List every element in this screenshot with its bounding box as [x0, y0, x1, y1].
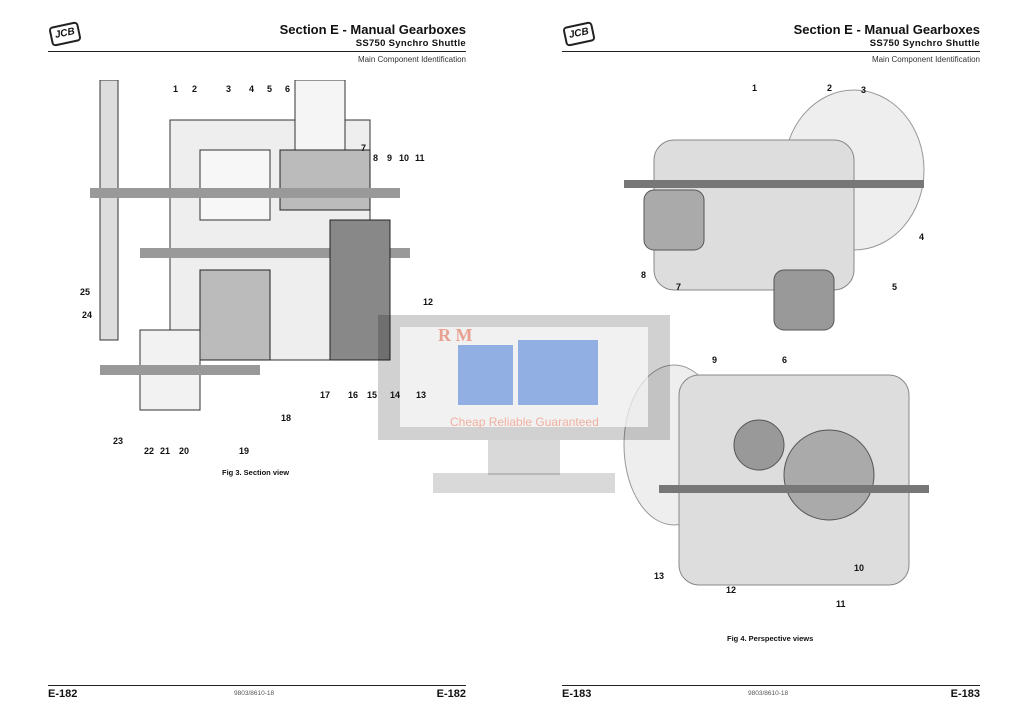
footer-rule [562, 685, 980, 686]
callout: 11 [415, 153, 425, 163]
document-code: 9803/8610-18 [748, 690, 789, 697]
callout: 2 [827, 83, 833, 93]
perspective-view-bottom [623, 364, 929, 586]
callout: 24 [82, 310, 93, 320]
callout: 1 [752, 83, 758, 93]
monitor-watermark-icon [378, 315, 670, 493]
callout: 5 [892, 282, 898, 292]
callout: 15 [367, 390, 378, 400]
section-view-diagram [90, 80, 410, 411]
callout: 14 [390, 390, 401, 400]
header-rule [562, 51, 980, 52]
jcb-logo: JCB [562, 21, 596, 47]
callout: 20 [179, 446, 190, 456]
callout: 10 [399, 153, 410, 163]
section-subtitle: SS750 Synchro Shuttle [869, 38, 980, 49]
right-page: JCB Section E - Manual Gearboxes SS750 S… [514, 0, 1028, 727]
section-subtitle: SS750 Synchro Shuttle [355, 38, 466, 49]
callout: 3 [226, 84, 232, 94]
section-title: Section E - Manual Gearboxes [793, 22, 980, 37]
callout: 16 [348, 390, 359, 400]
callout: 19 [239, 446, 250, 456]
footer-rule [48, 685, 466, 686]
callout: 13 [654, 571, 665, 581]
callout: 6 [782, 355, 788, 365]
callout: 22 [144, 446, 155, 456]
page-number-right: E-183 [950, 688, 980, 700]
figure-caption: Fig 3. Section view [222, 468, 290, 477]
document-code: 9803/8610-18 [234, 690, 275, 697]
page-number-right: E-182 [436, 688, 466, 700]
callout: 4 [249, 84, 255, 94]
callout: 8 [641, 270, 647, 280]
callout: 23 [113, 436, 124, 446]
left-page: JCB Section E - Manual Gearboxes SS750 S… [48, 21, 466, 700]
callout: 11 [836, 599, 846, 609]
watermark-tagline: Cheap Reliable Guaranteed [450, 415, 599, 429]
callout: 13 [416, 390, 427, 400]
callout: 3 [861, 85, 867, 95]
figure-caption: Fig 4. Perspective views [727, 634, 814, 643]
callout: 2 [192, 84, 198, 94]
callout: 7 [676, 282, 682, 292]
callout: 5 [267, 84, 273, 94]
callout: 17 [320, 390, 331, 400]
page-number-left: E-182 [48, 688, 78, 700]
callout: 21 [160, 446, 171, 456]
watermark: R M Cheap Reliable Guaranteed [378, 315, 670, 495]
topic-title: Main Component Identification [357, 55, 466, 64]
callout: 12 [726, 585, 737, 595]
section-title: Section E - Manual Gearboxes [279, 22, 466, 37]
topic-title: Main Component Identification [871, 55, 980, 64]
watermark-initials: R M [438, 325, 473, 345]
header-rule [48, 51, 466, 52]
page-number-left: E-183 [562, 688, 592, 700]
jcb-logo: JCB [48, 21, 82, 47]
callout: 25 [80, 287, 91, 297]
callout: 7 [361, 143, 367, 153]
callout: 9 [387, 153, 393, 163]
perspective-view-top [624, 89, 925, 331]
callout: 9 [712, 355, 718, 365]
callout: 4 [919, 232, 925, 242]
callout: 12 [423, 297, 434, 307]
callout: 10 [854, 563, 865, 573]
callout: 18 [281, 413, 292, 423]
callout: 1 [173, 84, 179, 94]
callout: 8 [373, 153, 379, 163]
callout: 6 [285, 84, 291, 94]
